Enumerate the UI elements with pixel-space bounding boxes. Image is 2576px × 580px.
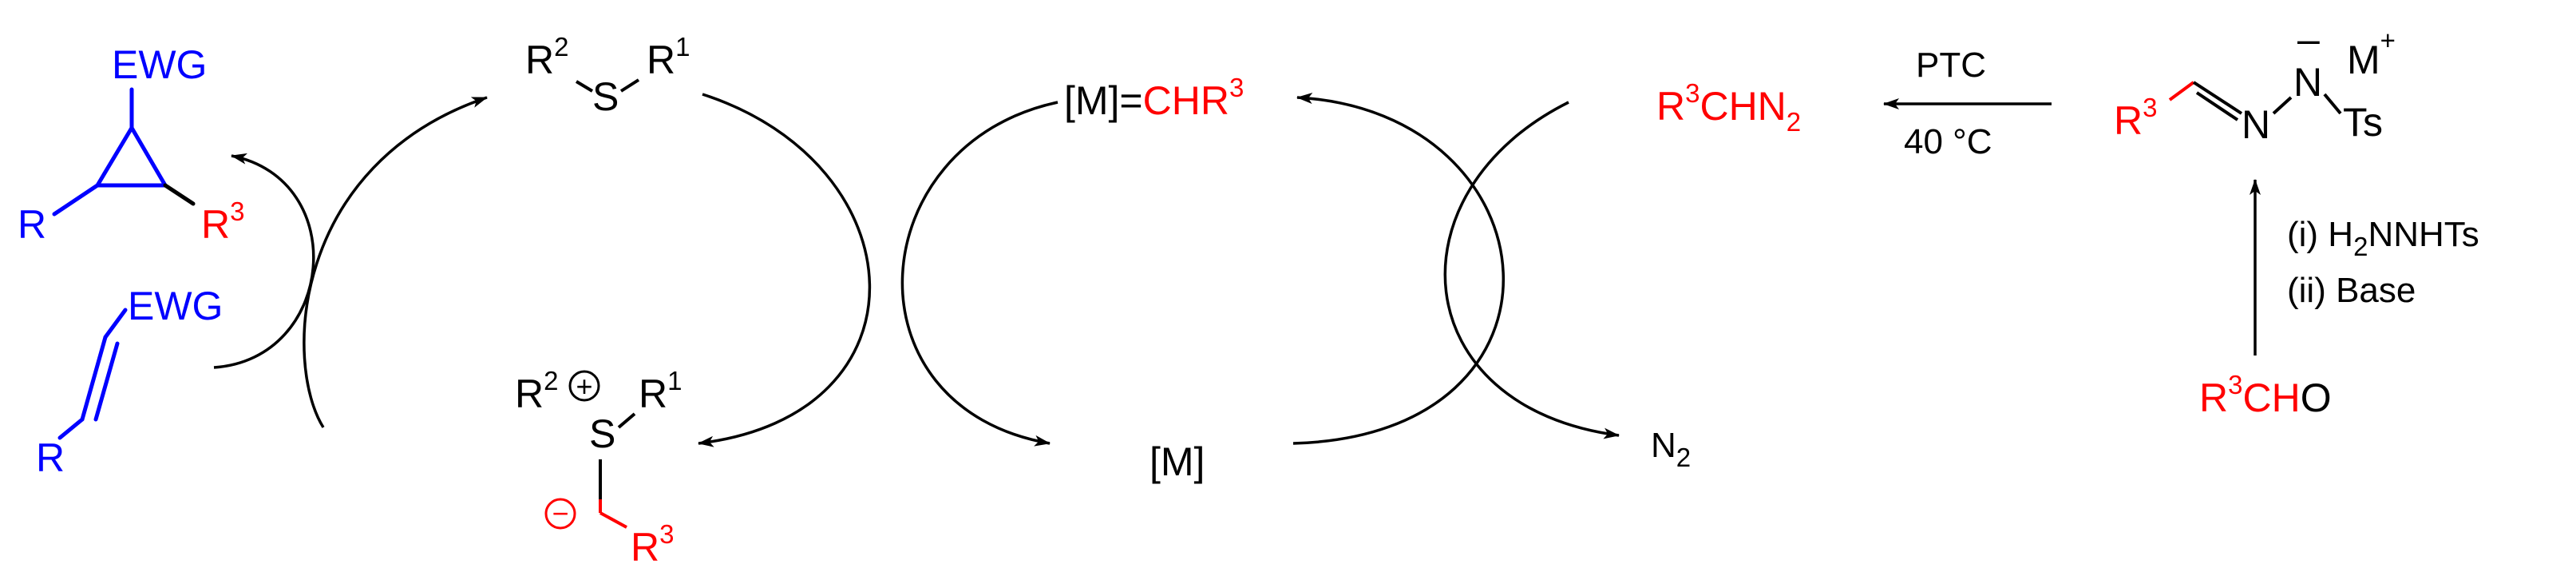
salt-n-ts-bond xyxy=(2323,93,2342,115)
carbene-metal-label: [M]= xyxy=(1064,78,1143,123)
alkene-double-bond-a xyxy=(80,335,108,422)
cyclopropane-r-label: R xyxy=(18,202,46,247)
cyclopropane-r3-label: R3 xyxy=(201,197,244,247)
diazo-compound: R3CHN2 xyxy=(1656,78,1801,137)
sulfide-cycle-bottom-arrow xyxy=(698,93,872,447)
salt-n2-label: N xyxy=(2293,60,2322,105)
ylide-bond-right xyxy=(617,412,636,429)
sulfide-r1-label: R1 xyxy=(647,32,690,82)
alkene-r-label: R xyxy=(36,435,65,480)
salt-n-n-bond xyxy=(2272,96,2293,115)
carbanion-minus-charge xyxy=(544,498,576,530)
sulfide-r2-label: R2 xyxy=(525,32,568,82)
alkene-substrate: EWG R xyxy=(36,284,223,480)
salt-n1-label: N xyxy=(2242,102,2270,147)
carbanion-minus-sign: − xyxy=(552,497,568,530)
ring-bond-top-right xyxy=(129,125,168,188)
salt-c-n-double-bond-a xyxy=(2192,81,2243,115)
temperature-condition-label: 40 °C xyxy=(1904,122,1992,161)
alkene-bond-to-r xyxy=(57,417,85,440)
sulfide-s-label: S xyxy=(592,74,619,119)
cyclopropane-product: EWG R R3 xyxy=(18,42,244,247)
metal-catalyst: [M] xyxy=(1150,439,1205,484)
salt-r3-to-c-bond xyxy=(2168,81,2195,101)
sulfide-bond-right xyxy=(619,78,640,93)
cyclopropanation-arc-arrow xyxy=(213,153,315,369)
alkene-bond-to-ewg xyxy=(103,308,128,340)
ylide-r1-label: R1 xyxy=(639,366,682,416)
salt-n-charge: – xyxy=(2297,17,2320,62)
sulfonium-plus-charge xyxy=(568,370,600,402)
cyclopropane-ewg-label: EWG xyxy=(112,42,207,87)
aldehyde: R3CHO xyxy=(2199,370,2332,420)
ring-bond-top-left xyxy=(95,125,134,188)
ylide-r3-label: R3 xyxy=(631,519,674,570)
ylide-r2-label: R2 xyxy=(515,366,558,416)
salt-c-n-double-bond-b xyxy=(2195,91,2239,121)
nitrogen-byproduct: N2 xyxy=(1651,426,1691,472)
sulfide-bond-left xyxy=(575,80,594,93)
carbene-chr-label: CHR xyxy=(1143,78,1229,123)
alkene-ewg-label: EWG xyxy=(128,284,223,328)
ylide-c-to-r3-bond xyxy=(599,511,627,529)
step-2-label: (ii) Base xyxy=(2287,271,2416,310)
sulfide-cycle-top-arrow xyxy=(303,96,488,428)
sulfide: R2 S R1 xyxy=(525,32,690,119)
ptc-condition-label: PTC xyxy=(1916,46,1986,85)
cyclopropane-bonds xyxy=(52,87,196,217)
ring-to-r3-bond xyxy=(163,183,196,206)
metal-cycle-right-arrow xyxy=(1292,93,1505,445)
metal-cycle-left-arrow xyxy=(900,101,1058,447)
ylide-s-label: S xyxy=(589,411,615,456)
salt-ts-label: Ts xyxy=(2343,100,2383,145)
step-1-label: (i) H2NNHTs xyxy=(2287,215,2479,261)
salt-metal-label: M+ xyxy=(2347,26,2396,82)
alkene-double-bond-b xyxy=(93,341,120,422)
ring-to-r-bond xyxy=(52,183,100,217)
sulfonium-plus-sign: + xyxy=(576,370,592,403)
metal-carbene: [M]=CHR3 xyxy=(1064,73,1244,123)
sulfonium-ylide: R2 + S R1 − R3 xyxy=(515,366,682,570)
nitrogen-release-arrow xyxy=(1443,101,1620,439)
tosylhydrazone-salt: R3 N N – Ts M+ xyxy=(2114,17,2396,147)
cycle-arrows xyxy=(213,93,2261,447)
salt-r3-label: R3 xyxy=(2114,93,2157,143)
